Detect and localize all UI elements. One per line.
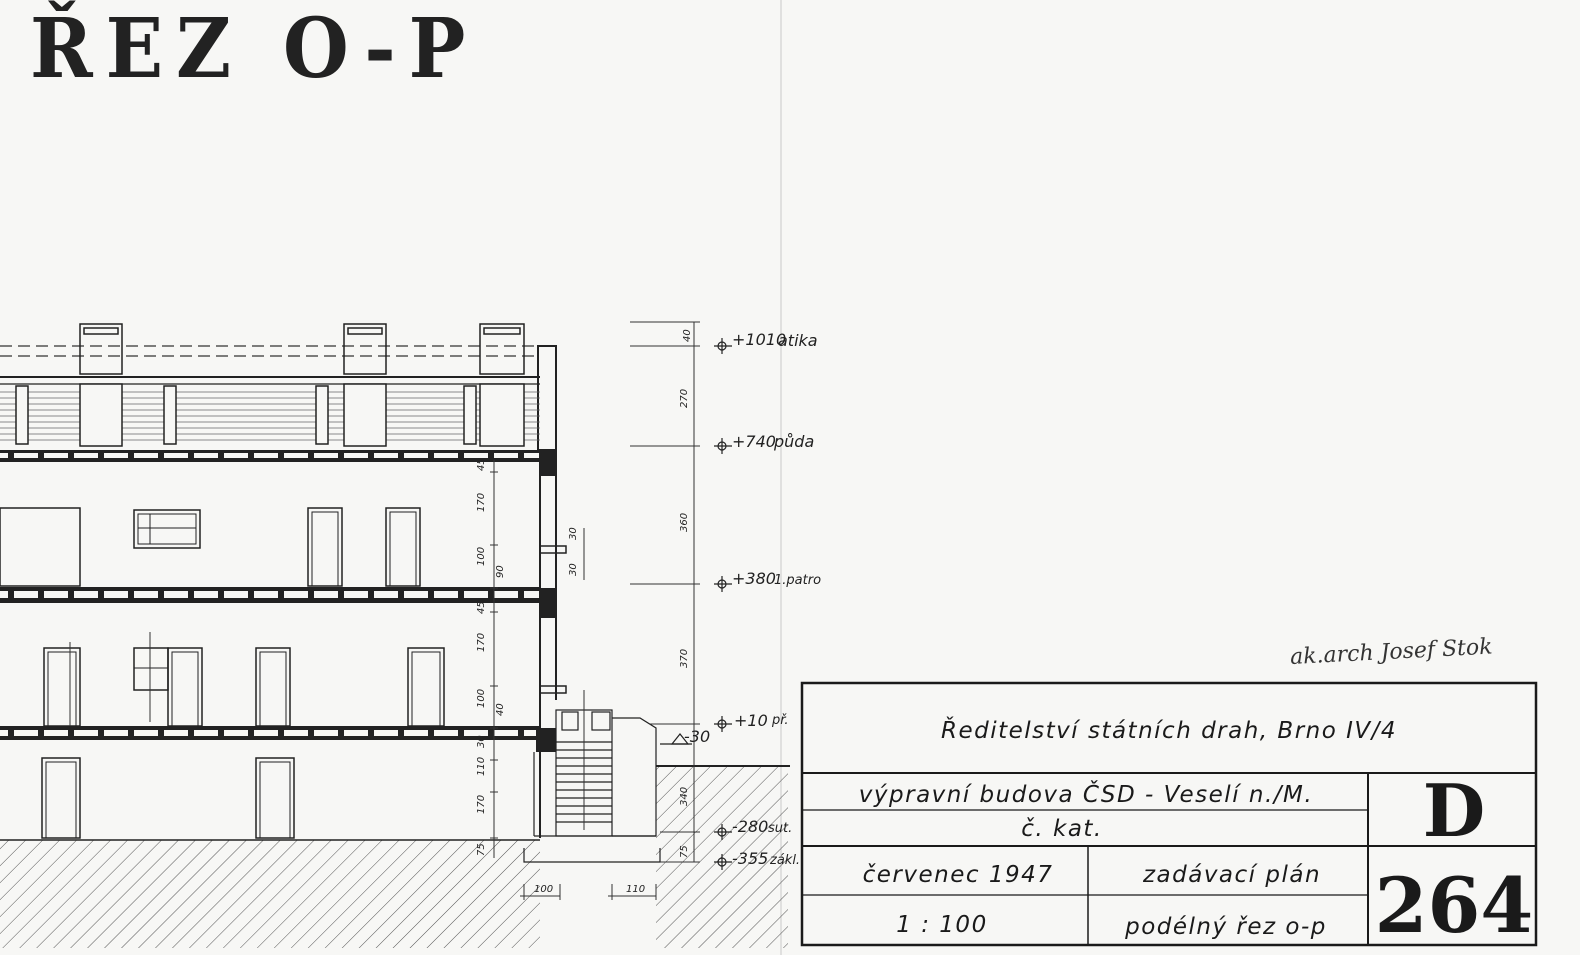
dim-main-3: 370 <box>679 649 690 668</box>
dim-inner-0: 45 <box>476 458 487 471</box>
first-floor-openings <box>43 647 445 727</box>
inner-dimension-line <box>490 460 498 858</box>
dim-horizontal-0: 100 <box>534 884 553 895</box>
dim-main-4: 340 <box>679 787 690 806</box>
dim-main-5: 75 <box>679 845 690 858</box>
dim-inner-4: 45 <box>476 601 487 614</box>
dim-main-0: 40 <box>682 329 693 342</box>
chimneys <box>79 323 525 375</box>
dim-inner-7: 40 <box>495 703 506 716</box>
title-block-scale: 1 : 100 <box>896 912 987 938</box>
dim-inner-6: 100 <box>476 689 487 708</box>
title-block-catalog: č. kat. <box>1021 816 1103 842</box>
floor-slabs <box>0 450 540 740</box>
upper-floor-openings <box>0 507 421 587</box>
level-atika-value: +1010 <box>732 330 786 349</box>
dim-main-2: 360 <box>679 513 690 532</box>
dim-inner-8: 30 <box>476 735 487 748</box>
level-patro-value: +380 <box>732 569 776 588</box>
main-dimension-line <box>630 321 700 863</box>
title-block-building: výpravní budova ČSD - Veselí n./M. <box>859 780 1313 808</box>
level-patro-label: 1.patro <box>774 573 821 588</box>
level-labels: +1010 atika +740 půda +380 1.patro +10 p… <box>684 330 821 868</box>
level-zakl-label: zákl. <box>769 853 800 868</box>
dim-main-1: 270 <box>679 389 690 408</box>
main-dimension-labels: 40 270 360 370 340 75 <box>679 329 693 858</box>
level-sut-label: sut. <box>768 821 792 836</box>
dim-step-0: 30 <box>568 527 579 540</box>
title-block-section-name: podélný řez o-p <box>1124 914 1327 940</box>
level-puda-value: +740 <box>732 432 776 451</box>
section-title: ŘEZ O-P <box>30 1 479 97</box>
title-block-series: D <box>1423 768 1485 853</box>
level-atika-label: atika <box>778 331 818 350</box>
dim-inner-11: 75 <box>476 843 487 856</box>
title-block-number: 264 <box>1375 861 1534 950</box>
level-prizemi-label: př. <box>771 713 789 728</box>
dim-inner-9: 110 <box>476 757 487 776</box>
dim-step-1: 30 <box>568 563 579 576</box>
dim-horizontal-1: 110 <box>626 884 645 895</box>
exterior-wall <box>536 450 567 838</box>
ground-hatch-left <box>0 840 540 948</box>
level-terrain-value: -30 <box>684 727 710 746</box>
basement-openings <box>41 757 295 839</box>
level-zakl-value: -355 <box>732 849 768 868</box>
dim-inner-1: 170 <box>476 493 487 512</box>
dim-inner-2: 100 <box>476 547 487 566</box>
title-block-date: červenec 1947 <box>863 862 1054 888</box>
title-block-plan-type: zadávací plán <box>1142 862 1321 888</box>
inner-dimension-labels: 45 170 100 90 45 170 100 40 30 110 170 7… <box>476 458 506 856</box>
dim-inner-5: 170 <box>476 633 487 652</box>
level-sut-value: -280 <box>732 817 768 836</box>
level-markers <box>660 338 732 870</box>
dim-inner-3: 90 <box>495 565 506 578</box>
level-prizemi-value: +10 <box>734 711 768 730</box>
title-block <box>800 681 1538 947</box>
dim-inner-10: 170 <box>476 795 487 814</box>
title-block-authority: Ředitelství státních drah, Brno IV/4 <box>941 716 1397 744</box>
level-puda-label: půda <box>773 432 814 451</box>
